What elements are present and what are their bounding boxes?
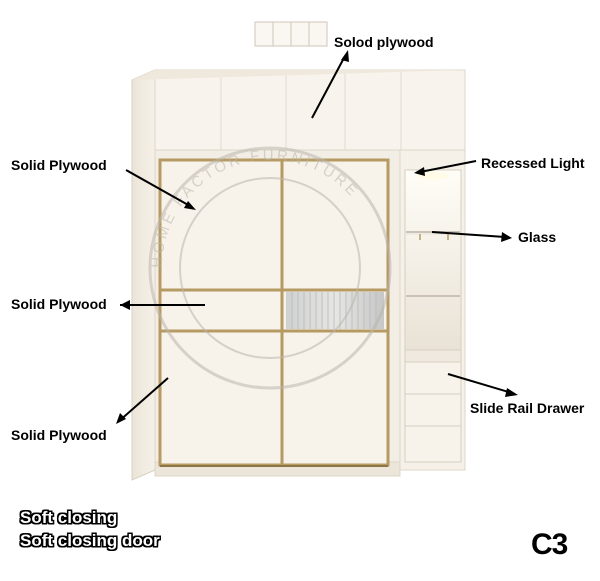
label-middle-left-plywood: Solid Plywood (11, 296, 107, 312)
label-upper-left-plywood: Solid Plywood (11, 157, 107, 173)
label-slide-rail-drawer: Slide Rail Drawer (470, 400, 585, 416)
material-swatch (254, 21, 328, 47)
feature-soft-closing: Soft closing (20, 508, 118, 527)
feature-soft-closing-door: Soft closing door (20, 531, 160, 550)
label-top-plywood: Solod plywood (334, 34, 434, 50)
label-lower-left-plywood: Solid Plywood (11, 427, 107, 443)
display-cabinet (404, 169, 462, 463)
label-recessed-light: Recessed Light (481, 155, 585, 171)
annotation-arrows (116, 50, 518, 424)
sliding-doors (158, 158, 390, 467)
model-code: C3 (531, 528, 568, 561)
label-glass: Glass (518, 229, 557, 245)
